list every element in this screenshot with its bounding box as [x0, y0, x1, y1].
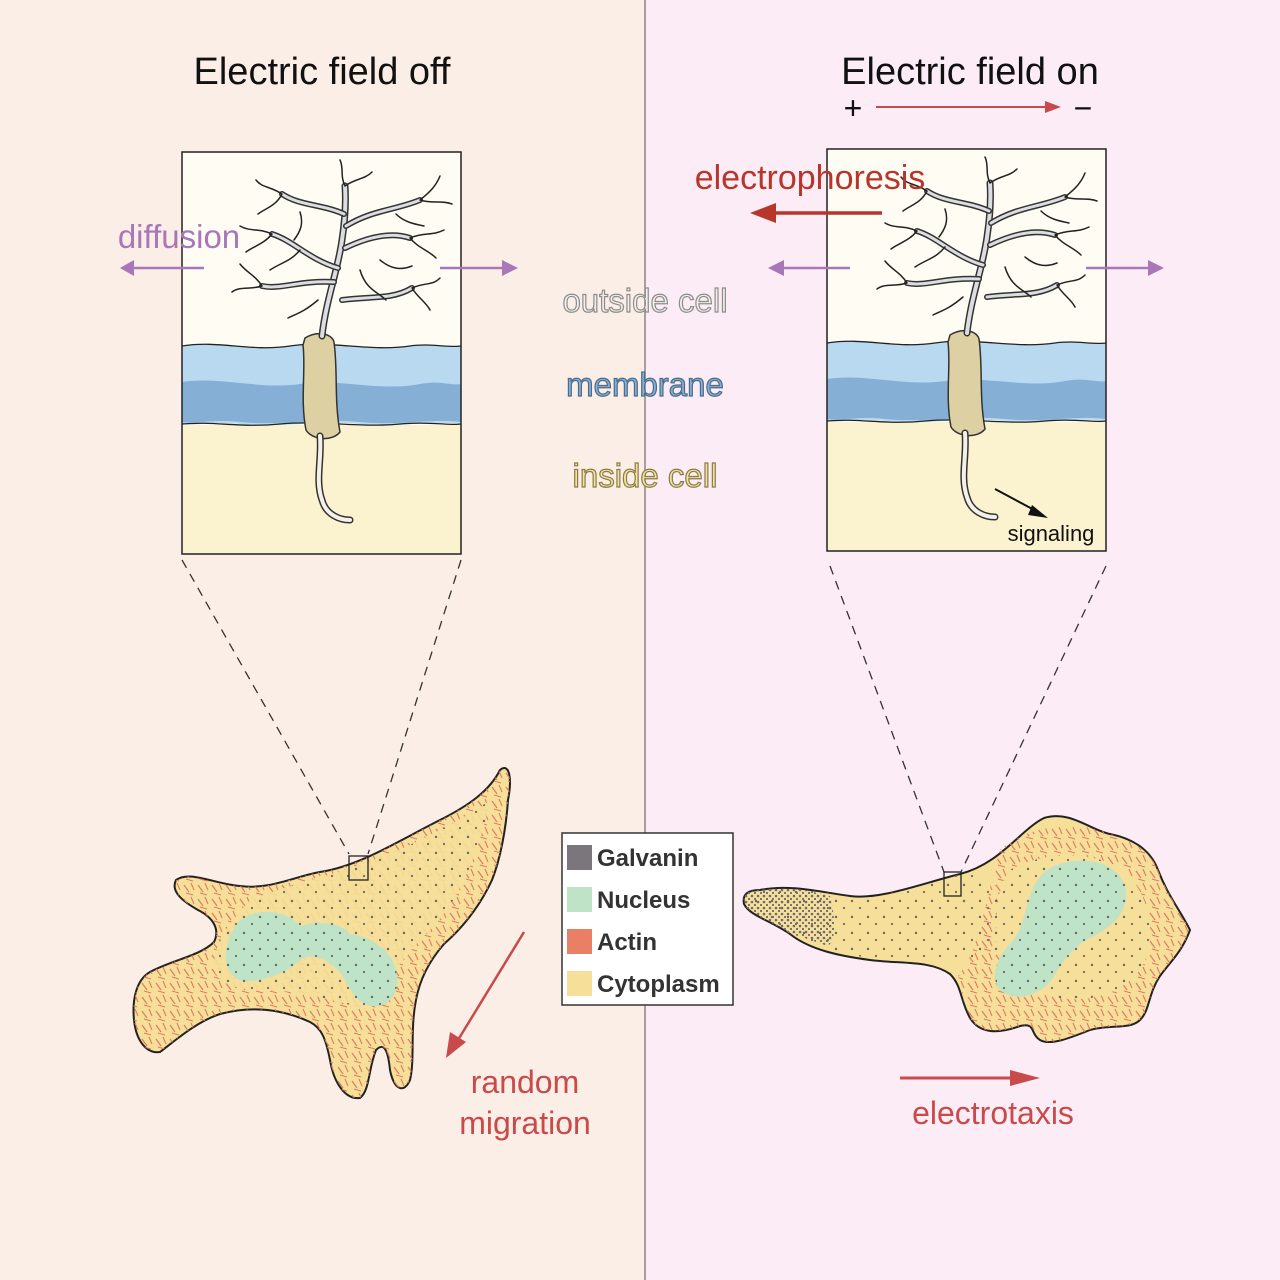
left-zoom-box — [181, 152, 462, 554]
outside-cell-label: outside cell — [562, 282, 727, 319]
random-migration-arrow — [446, 931, 526, 1058]
legend-label-nucleus: Nucleus — [597, 887, 690, 914]
legend-label-galvanin: Galvanin — [597, 845, 698, 872]
inside-cell-label: inside cell — [573, 457, 718, 494]
legend-label-cytoplasm: Cytoplasm — [597, 971, 720, 998]
left-glycan-tree — [231, 159, 453, 340]
right-zoom-box: signaling — [826, 149, 1107, 551]
electrotaxis-arrow — [900, 1070, 1040, 1086]
right-glycan-tree — [876, 156, 1098, 337]
legend-swatch-actin — [567, 929, 592, 954]
membrane-label: membrane — [566, 366, 724, 403]
signaling-arrow — [994, 488, 1048, 518]
left-zoom-lines — [181, 559, 462, 855]
signaling-label: signaling — [1008, 521, 1095, 546]
right-cell — [742, 815, 1192, 1044]
right-cell-galvanin-tail — [743, 887, 835, 946]
random-migration-label-line1: random — [471, 1064, 580, 1100]
electrotaxis-label: electrotaxis — [912, 1095, 1074, 1131]
field-direction-arrow — [876, 101, 1061, 113]
right-zoom-lines — [829, 565, 1107, 873]
left-cell — [132, 767, 511, 1100]
minus-sign: − — [1074, 90, 1093, 126]
right-channel-protein — [947, 329, 986, 437]
legend-swatch-galvanin — [567, 845, 592, 870]
legend-swatch-cytoplasm — [567, 971, 592, 996]
right-diffusion-arrows — [768, 260, 1164, 276]
left-diffusion-arrows — [120, 260, 518, 276]
right-cell-zoom-region — [943, 871, 962, 897]
random-migration-label-line2: migration — [459, 1105, 591, 1141]
diffusion-label: diffusion — [118, 218, 240, 255]
plus-sign: + — [844, 90, 863, 126]
right-zoom-box-border — [826, 148, 1107, 552]
right-panel-title: Electric field on — [841, 51, 1099, 93]
electrophoresis-arrow — [750, 203, 882, 223]
legend-swatch-nucleus — [567, 887, 592, 912]
legend-label-actin: Actin — [597, 929, 657, 956]
left-panel-title: Electric field off — [194, 51, 451, 93]
electrophoresis-label: electrophoresis — [695, 159, 926, 197]
left-cell-zoom-region — [348, 855, 369, 881]
left-zoom-box-border — [181, 151, 462, 555]
left-channel-protein — [302, 332, 341, 440]
